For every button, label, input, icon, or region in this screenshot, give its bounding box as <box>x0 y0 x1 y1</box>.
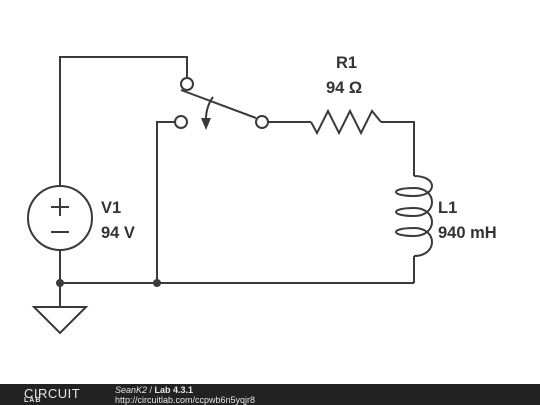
source-value-label: 94 V <box>101 224 135 242</box>
circuit-schematic: R1 94 Ω V1 94 V L1 940 mH <box>27 54 497 335</box>
source-name-label: V1 <box>101 199 121 217</box>
switch-right-terminal <box>255 115 269 129</box>
title-separator: / <box>147 385 155 395</box>
inductor-value-label: 940 mH <box>438 224 497 242</box>
switch-common-terminal <box>180 77 194 91</box>
source-body <box>27 185 93 251</box>
switch-blade <box>180 89 257 119</box>
resistor-name-label: R1 <box>336 54 357 72</box>
circuitlab-logo-subtext: LAB <box>24 397 42 404</box>
inductor-l1[interactable] <box>395 175 433 257</box>
resistor-r1[interactable] <box>310 108 382 136</box>
circuit-title[interactable]: Lab 4.3.1 <box>154 385 194 395</box>
circuitlab-logo-text: CIRCUIT <box>24 386 81 401</box>
wire-resistor-to-inductor <box>381 121 415 176</box>
wire-switch-to-bottom <box>156 121 175 283</box>
circuit-meta: SeanK2 / Lab 4.3.1 <box>115 385 193 395</box>
switch-left-terminal <box>174 115 188 129</box>
junction-dot-left <box>56 279 64 287</box>
voltage-source-v1[interactable] <box>27 185 93 251</box>
spdt-switch[interactable] <box>174 77 269 130</box>
resistor-value-label: 94 Ω <box>326 79 362 97</box>
switch-arrow-head <box>201 118 211 130</box>
footer-bar: CIRCUIT LAB SeanK2 / Lab 4.3.1 http://ci… <box>0 384 540 405</box>
ground-symbol <box>31 306 89 335</box>
wire-source-to-switch <box>59 56 188 186</box>
junction-dot-middle <box>153 279 161 287</box>
author-link[interactable]: SeanK2 <box>115 385 148 395</box>
inductor-name-label: L1 <box>438 199 457 217</box>
circuit-url[interactable]: http://circuitlab.com/ccpwb6n5yqjr8 <box>115 395 256 405</box>
